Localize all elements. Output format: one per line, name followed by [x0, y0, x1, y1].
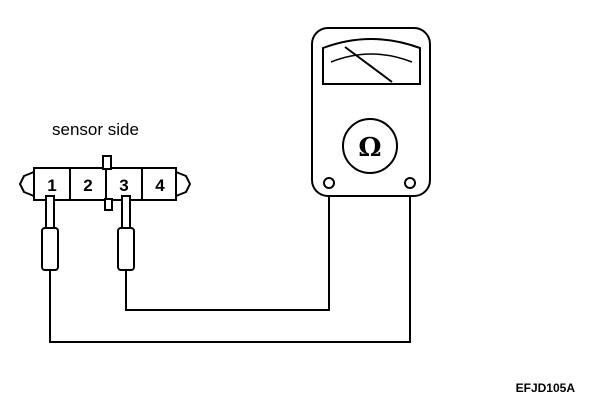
meter-needle [344, 46, 393, 83]
ohm-symbol-icon: Ω [358, 133, 381, 163]
test-wires [49, 190, 411, 343]
ohmmeter: Ω [311, 27, 431, 197]
meter-terminal-left [323, 177, 335, 189]
pin-label-4: 4 [155, 176, 165, 195]
meter-terminal-right [404, 177, 416, 189]
figure-code: EFJD105A [516, 381, 576, 395]
probe-pin3 [117, 195, 135, 271]
meter-scale-arc [330, 53, 413, 63]
pin-label-3: 3 [119, 176, 128, 195]
pin-label-2: 2 [83, 176, 92, 195]
connector-latch-right [175, 171, 192, 197]
probe-tip [121, 195, 131, 231]
meter-dial-window [322, 38, 421, 85]
connector-lock-tab-lower [104, 198, 113, 211]
probe-pin1 [41, 195, 59, 271]
wire-pin3-to-meter-left [125, 190, 330, 311]
sensor-connector: 1 2 3 4 [18, 155, 192, 211]
probe-tip [45, 195, 55, 231]
probe-handle [117, 227, 135, 271]
pin-label-1: 1 [47, 176, 56, 195]
meter-knob [342, 118, 398, 174]
connector-label: sensor side [52, 120, 139, 139]
connector-lock-tab [102, 155, 112, 170]
probe-handle [41, 227, 59, 271]
connector-latch-left [18, 171, 35, 197]
wire-pin1-to-meter-right [49, 190, 411, 343]
